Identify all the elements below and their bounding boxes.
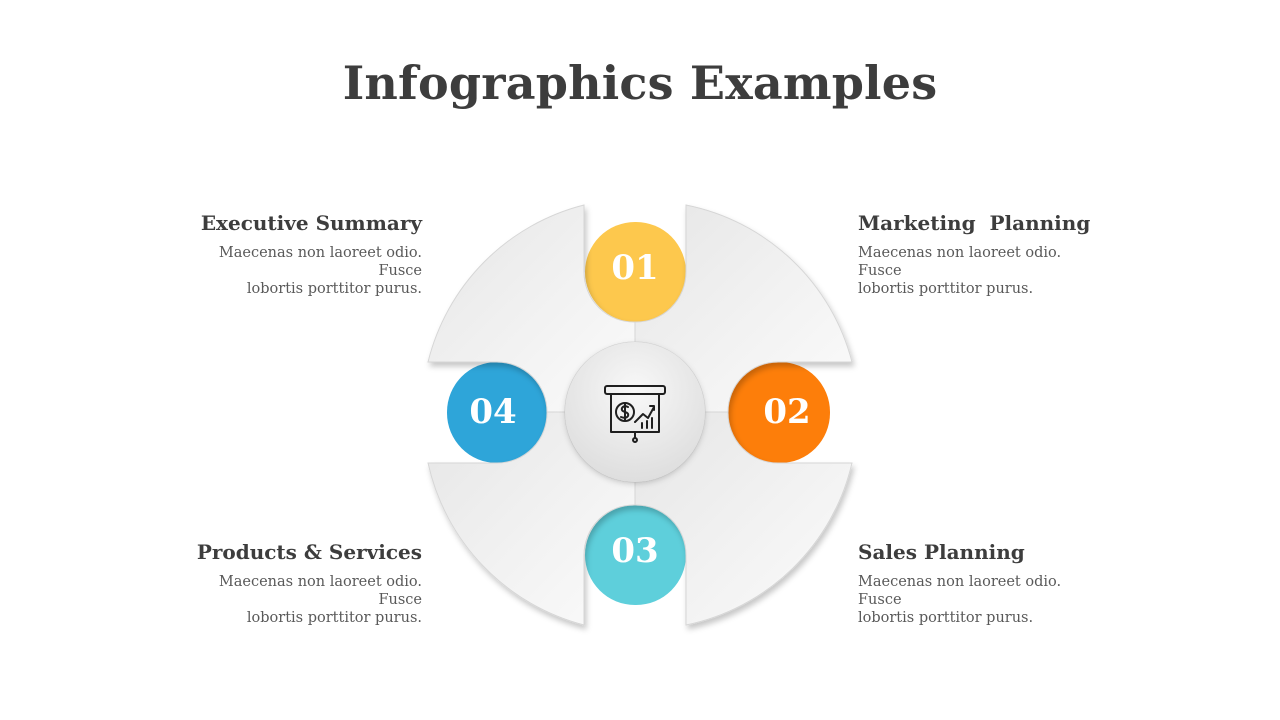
description-line: lobortis porttitor purus. [858,281,1034,297]
description-line: lobortis porttitor purus. [858,610,1034,626]
step-number-01: 01 [611,248,658,288]
step-number-03: 03 [611,531,658,571]
heading-executive-summary: Executive Summary [200,211,422,235]
step-number-02: 02 [763,392,810,432]
text-block-products-services: Products & Services Maecenas non laoreet… [172,539,422,627]
description-line: Maecenas non laoreet odio. Fusce [858,574,1062,608]
description-products-services: Maecenas non laoreet odio. Fusce loborti… [172,573,422,627]
description-line: lobortis porttitor purus. [246,281,422,297]
ring-segment-bottom-right [634,411,853,626]
page-title: Infographics Examples [342,56,938,110]
step-number-04: 04 [469,392,516,432]
presentation-money-growth-icon [604,385,666,443]
pill-04 [447,362,548,463]
ring-segment-bottom-left [427,411,636,626]
text-block-executive-summary: Executive Summary Maecenas non laoreet o… [172,210,422,298]
text-block-sales-planning: Sales Planning Maecenas non laoreet odio… [858,539,1108,627]
description-marketing-planning: Maecenas non laoreet odio. Fusce loborti… [858,244,1108,298]
description-sales-planning: Maecenas non laoreet odio. Fusce loborti… [858,573,1108,627]
pill-02 [728,362,830,463]
pill-01 [585,222,686,322]
description-line: Maecenas non laoreet odio. Fusce [218,245,422,279]
description-executive-summary: Maecenas non laoreet odio. Fusce loborti… [172,244,422,298]
heading-marketing-planning: Marketing Planning [858,211,1091,235]
description-line: Maecenas non laoreet odio. Fusce [218,574,422,608]
description-line: lobortis porttitor purus. [246,610,422,626]
heading-sales-planning: Sales Planning [858,540,1025,564]
heading-products-services: Products & Services [196,540,422,564]
description-line: Maecenas non laoreet odio. Fusce [858,245,1062,279]
text-block-marketing-planning: Marketing Planning Maecenas non laoreet … [858,210,1108,298]
pill-03 [585,505,686,605]
